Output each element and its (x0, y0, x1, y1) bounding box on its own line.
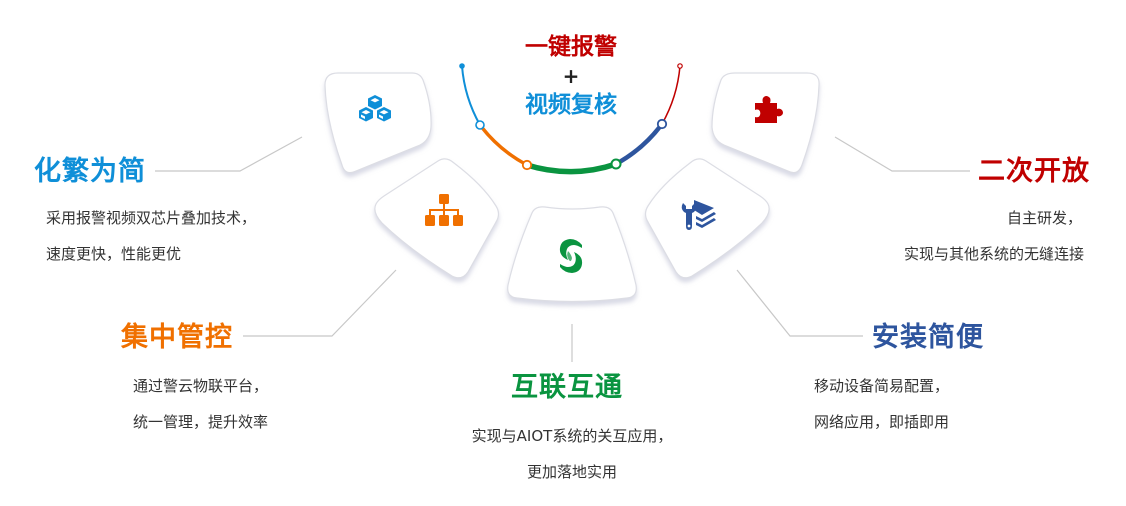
desc-line: 自主研发， (1006, 209, 1082, 227)
desc-line: 移动设备简易配置， (814, 377, 950, 395)
desc-line: 速度更快，性能更优 (46, 245, 182, 263)
card-central (374, 158, 500, 279)
desc-line: 统一管理，提升效率 (133, 413, 269, 431)
desc-simplify: 采用报警视频双芯片叠加技术， 速度更快，性能更优 (46, 200, 256, 272)
card-interconnect (507, 206, 637, 303)
center-title-video: 视频复核 (525, 92, 617, 118)
sync-logo-icon (559, 239, 583, 273)
desc-open: 自主研发， 实现与其他系统的无缝连接 (840, 200, 1084, 272)
desc-line: 采用报警视频双芯片叠加技术， (46, 209, 257, 227)
title-install: 安装简便 (872, 322, 984, 353)
center-plus: + (562, 64, 580, 88)
arc-node-end (677, 63, 683, 69)
desc-line: 通过警云物联平台， (133, 377, 269, 395)
arc-node-2 (521, 159, 533, 171)
desc-install: 移动设备简易配置， 网络应用，即插即用 (800, 368, 1004, 440)
desc-interconnect: 实现与AIOT系统的关互应用， 更加落地实用 (432, 418, 712, 490)
desc-line: 网络应用，即插即用 (814, 413, 950, 431)
center-title-alarm: 一键报警 (525, 34, 617, 60)
arc-node-1 (475, 120, 485, 130)
desc-line: 更加落地实用 (526, 463, 617, 481)
title-open: 二次开放 (978, 156, 1090, 187)
title-interconnect: 互联互通 (511, 372, 623, 403)
connector-install (736, 269, 863, 337)
arc-node-4 (656, 118, 668, 130)
arc-node-3 (610, 158, 622, 170)
wrench-stack-icon (681, 200, 716, 230)
cubes-icon (359, 95, 391, 122)
title-central: 集中管控 (121, 322, 233, 353)
title-simplify: 化繁为简 (34, 156, 146, 187)
arc-node-start (459, 63, 465, 69)
desc-central: 通过警云物联平台， 统一管理，提升效率 (133, 368, 268, 440)
desc-line: 实现与AIOT系统的关互应用， (471, 427, 673, 445)
hierarchy-icon (425, 194, 463, 226)
connector-simplify (155, 136, 303, 172)
connector-open (834, 136, 970, 172)
connector-central (243, 269, 397, 337)
puzzle-icon (755, 96, 783, 123)
card-simplify (324, 72, 432, 174)
desc-line: 实现与其他系统的无缝连接 (903, 245, 1084, 263)
